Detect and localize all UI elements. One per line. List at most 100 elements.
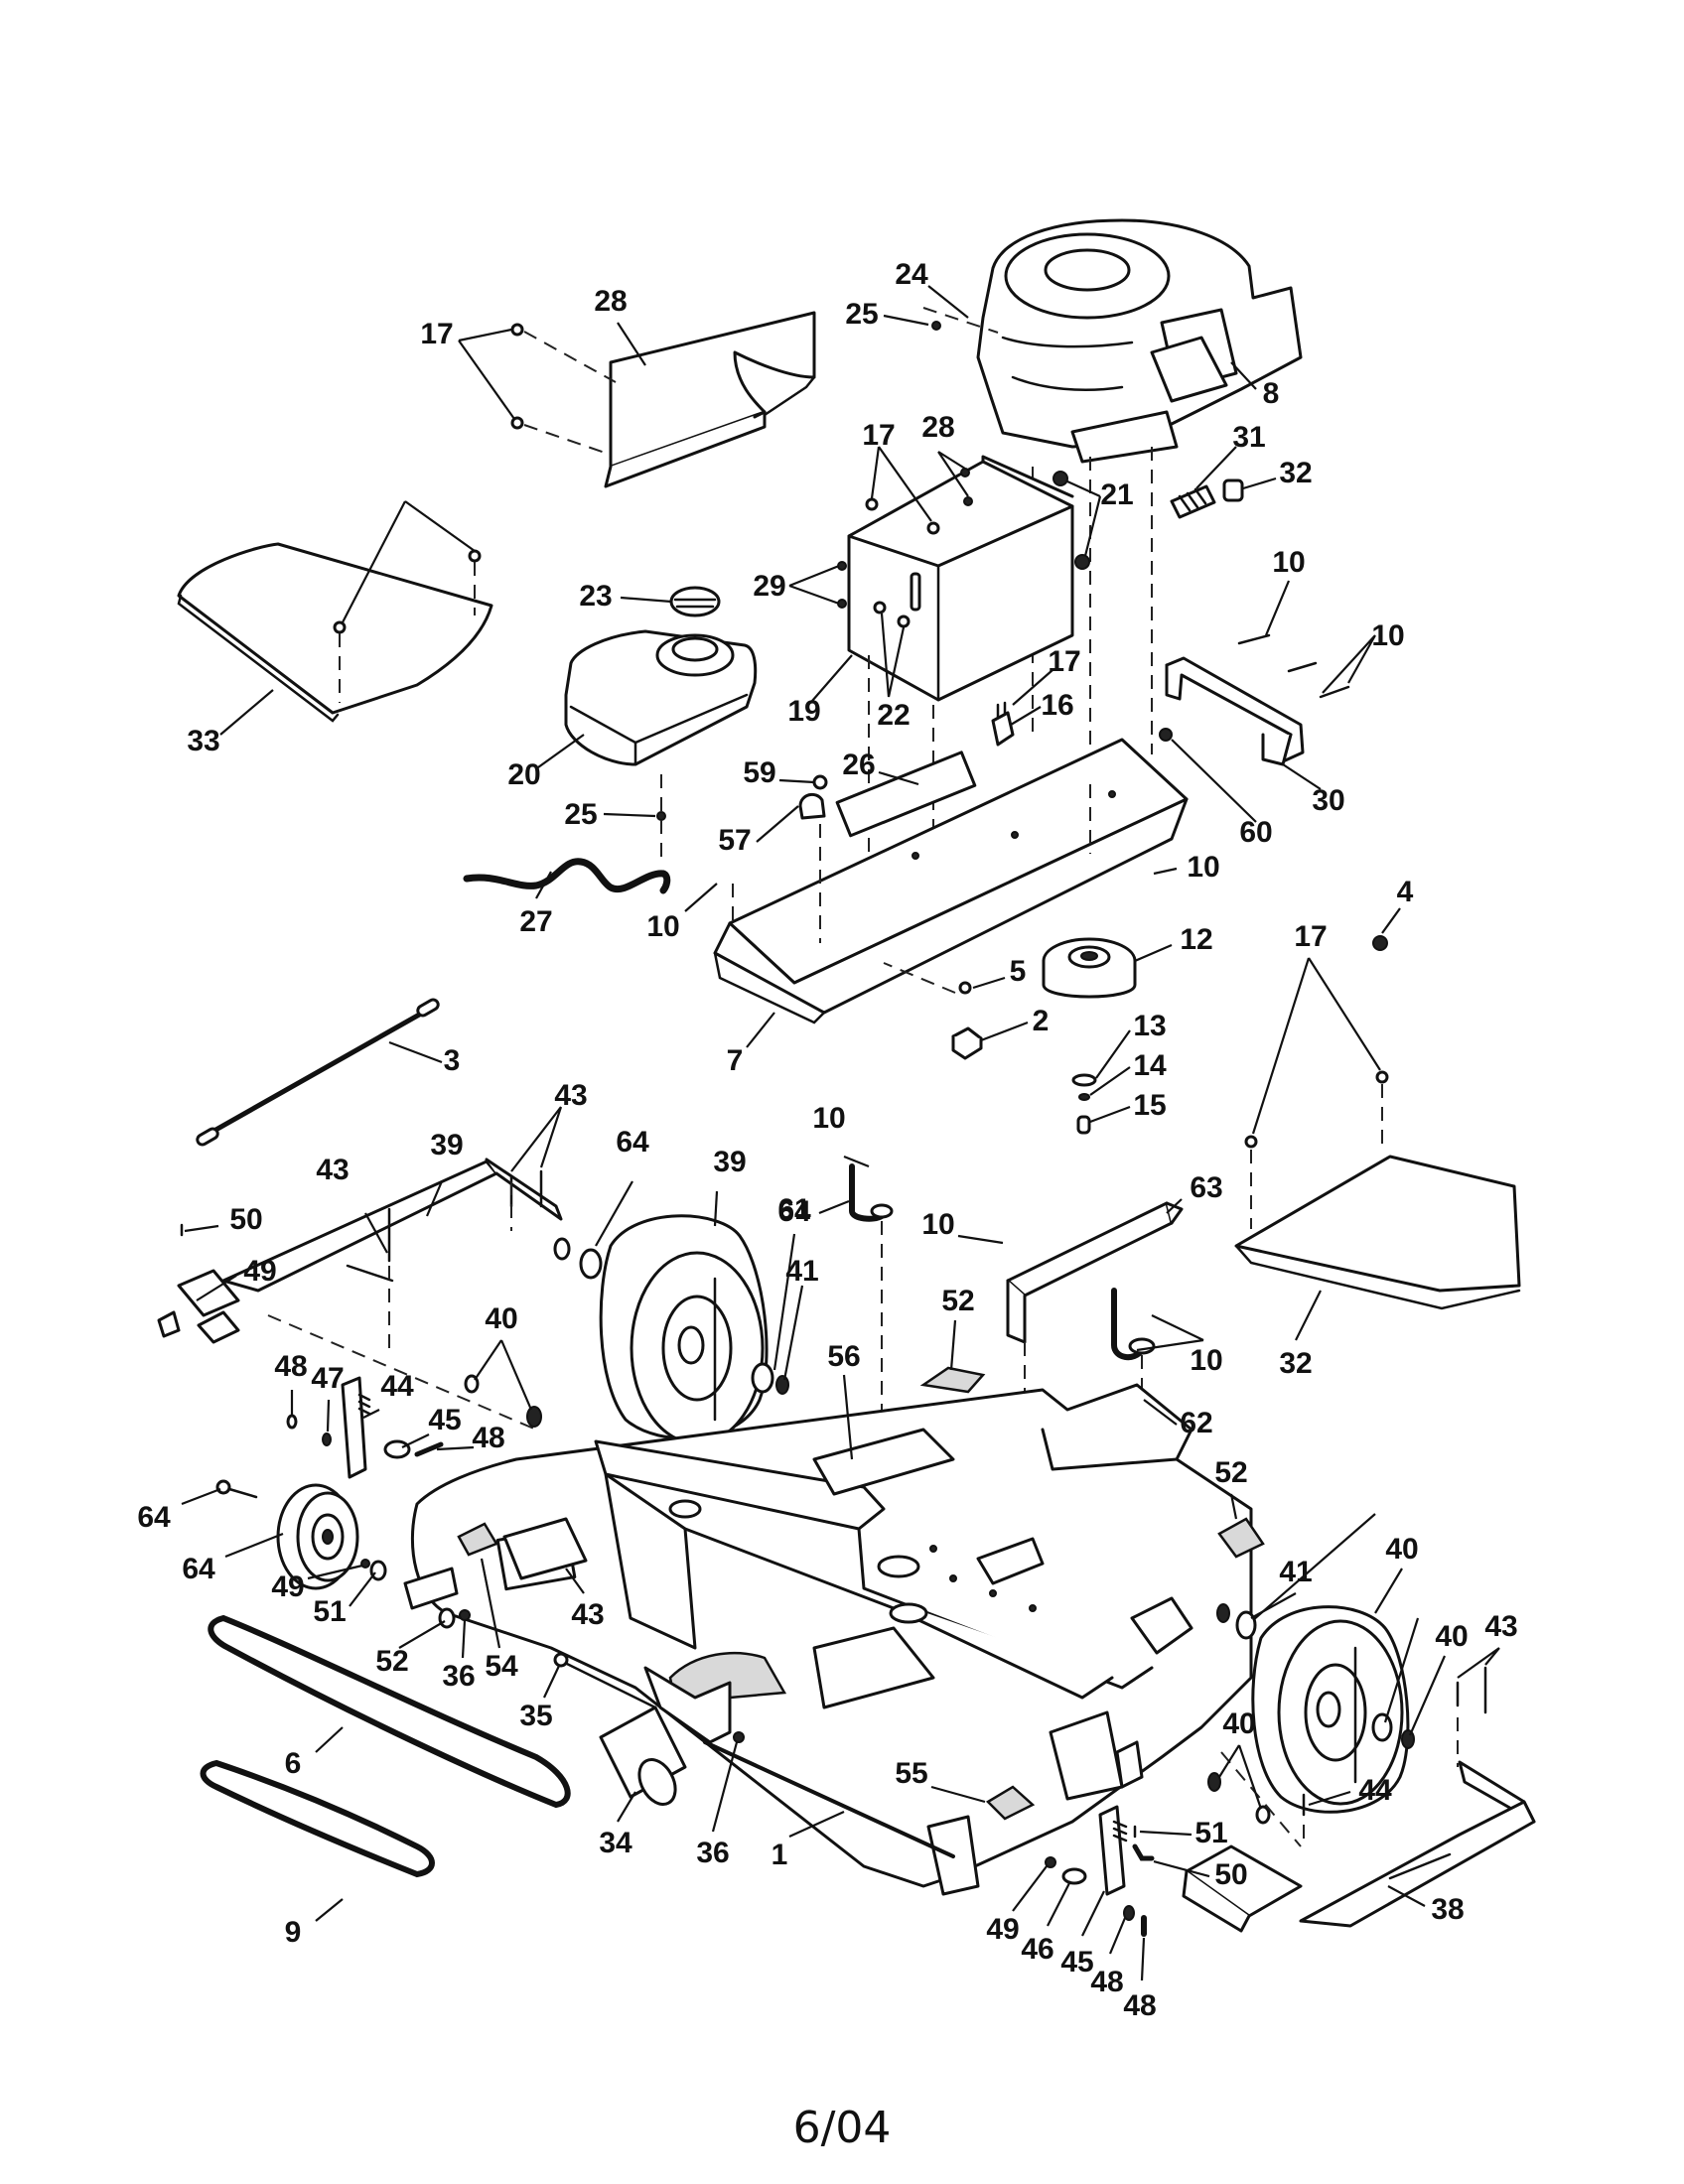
left-wheel-hardware (464, 1237, 789, 1428)
callout-43: 44 (1358, 1774, 1392, 1807)
callout-16: 16 (1041, 689, 1073, 722)
callout-35: 35 (519, 1700, 552, 1732)
callout-5: 5 (1010, 955, 1027, 988)
callout-labels: 17 28 24 25 8 31 32 17 28 21 29 23 33 2 2… (137, 258, 1517, 2022)
callout-39: 40 (1385, 1533, 1418, 1566)
callout-15: 15 (1133, 1089, 1166, 1122)
callout-28: 29 (753, 570, 785, 603)
left-rear-wheel (599, 1214, 769, 1445)
callout-10: 10 (1371, 619, 1404, 652)
screw-17-top (510, 323, 524, 430)
callout-7: 7 (727, 1044, 744, 1077)
callout-61: 63 (1190, 1171, 1222, 1204)
callout-49: 50 (1214, 1858, 1247, 1891)
callout-47: 48 (1123, 1989, 1156, 2022)
callout-45: 46 (1021, 1933, 1053, 1966)
right-side-shield (1234, 1155, 1521, 1310)
callout-41: 41 (1279, 1556, 1312, 1588)
callout-50: 51 (1194, 1817, 1227, 1849)
callout-39: 39 (713, 1146, 746, 1178)
deck-roller (599, 1706, 687, 1806)
callout-23: 27 (519, 905, 552, 938)
callout-34: 34 (599, 1827, 632, 1859)
fuel-cap (669, 586, 721, 617)
rod-60 (1111, 1288, 1156, 1361)
frame-dash (732, 784, 1091, 943)
right-caster-arm (1045, 1805, 1155, 1937)
screw-17-battery (865, 497, 940, 535)
pin-35 (553, 1652, 657, 1709)
callout-10: 10 (646, 910, 679, 943)
callout-9: 9 (285, 1916, 302, 1949)
left-side-shield (177, 542, 493, 723)
callout-24: 24 (895, 258, 928, 291)
callout-27: 28 (594, 285, 627, 318)
screw-22 (873, 601, 911, 628)
left-caster-arm (286, 1376, 444, 1479)
switch-16 (991, 701, 1015, 747)
callout-33: 33 (187, 725, 219, 757)
date-code: 6/04 (792, 2103, 892, 2153)
top-cover-dash (523, 331, 617, 456)
right-wheel-hardware (1207, 1603, 1415, 1825)
mower-deck (410, 1383, 1253, 1888)
callout-4: 4 (1397, 876, 1414, 908)
callout-21: 23 (579, 580, 612, 613)
callout-56: 59 (743, 756, 775, 789)
fuel-tank (564, 629, 758, 766)
pulley (1042, 937, 1137, 999)
callout-17: 17 (862, 419, 895, 452)
callout-13: 13 (1133, 1010, 1166, 1042)
caster-bolt-62 (215, 1479, 258, 1499)
callout-14: 14 (1133, 1049, 1167, 1082)
callout-30: 31 (1232, 421, 1265, 454)
callout-32: 32 (1279, 1347, 1312, 1380)
callout-43: 43 (1484, 1610, 1517, 1643)
callout-40: 40 (485, 1302, 517, 1335)
pins-right-axle (1302, 1666, 1487, 1817)
callout-17: 17 (1294, 920, 1327, 953)
callout-26: 26 (842, 749, 875, 781)
callout-44: 45 (1060, 1946, 1093, 1979)
battery-box-dash (868, 655, 934, 923)
callout-40: 40 (1435, 1620, 1468, 1653)
callout-52: 52 (1214, 1456, 1247, 1489)
battery-box (847, 455, 1074, 702)
leader-lines (181, 285, 1500, 1981)
callout-19: 21 (1100, 478, 1133, 511)
callout-2: 2 (1033, 1005, 1050, 1037)
callout-10: 10 (1187, 851, 1219, 884)
right-axle-assembly (1182, 1760, 1536, 1933)
callout-57: 60 (1239, 816, 1272, 849)
callout-25: 25 (845, 298, 878, 331)
nut-19 (1052, 471, 1090, 570)
engine-mount-bolt (1170, 478, 1244, 519)
callout-8: 8 (1263, 377, 1280, 410)
callout-12: 12 (1180, 923, 1212, 956)
deck-decals (457, 1366, 1265, 1821)
callout-6: 6 (285, 1747, 302, 1780)
left-axle-dash (267, 1181, 537, 1431)
right-shield-dash (1250, 1084, 1383, 1229)
belt-6 (208, 1614, 571, 1809)
callout-44: 44 (380, 1370, 414, 1403)
callout-10: 10 (1190, 1344, 1222, 1377)
right-rear-wheel (1251, 1605, 1410, 1814)
engine (976, 218, 1303, 464)
callout-55: 57 (718, 824, 751, 857)
callout-28: 28 (921, 411, 954, 444)
callout-36: 36 (442, 1660, 475, 1693)
rear-bracket (1165, 656, 1305, 766)
callout-38: 39 (430, 1129, 463, 1161)
deck-rod (703, 1740, 955, 1858)
callout-36: 36 (696, 1837, 729, 1869)
callout-64: 64 (777, 1195, 811, 1228)
callout-48: 48 (472, 1422, 504, 1454)
main-frame (713, 738, 1189, 1024)
top-cover-plate (604, 311, 816, 488)
switch-2 (951, 981, 983, 1060)
callout-49: 49 (243, 1255, 276, 1288)
deck-holes (668, 1499, 1037, 1624)
belt-9 (200, 1759, 435, 1878)
